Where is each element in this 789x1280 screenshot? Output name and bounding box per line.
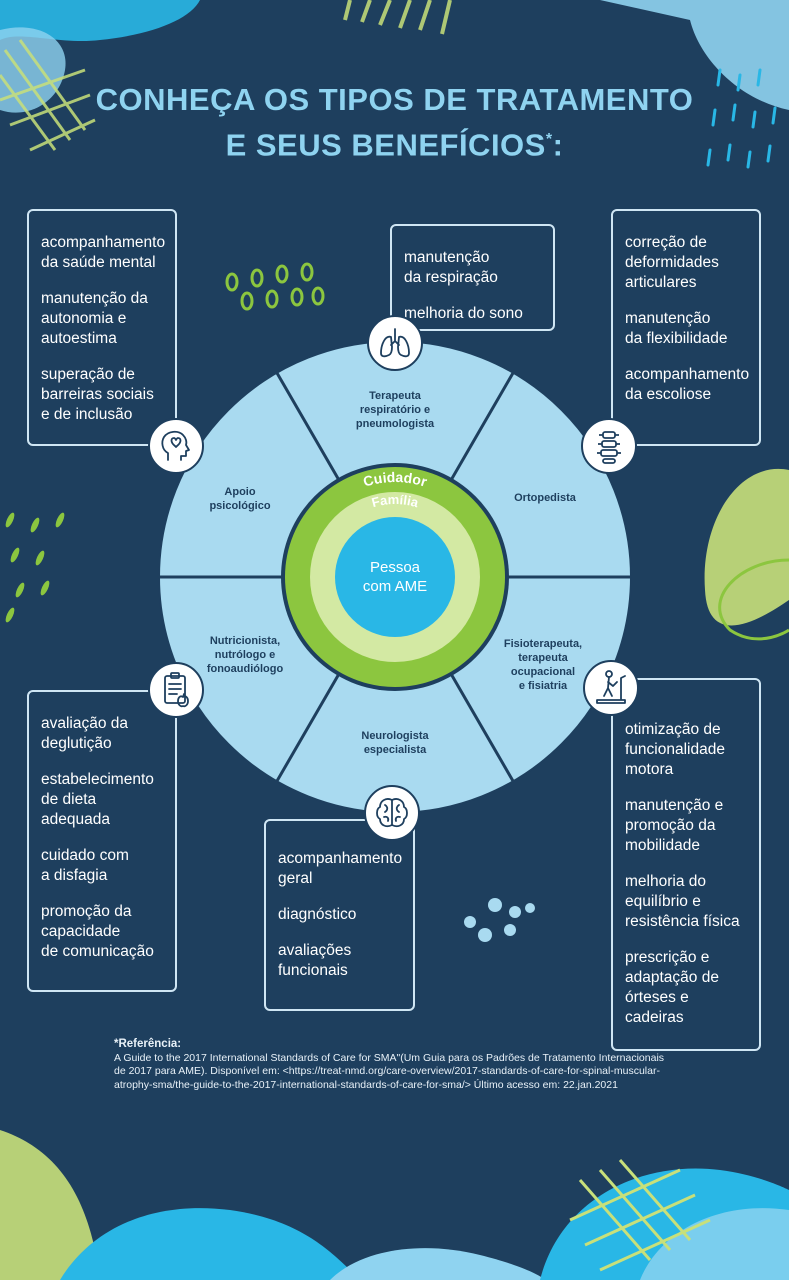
segment-label-fisioterapeuta: Fisioterapeuta, terapeuta ocupacional e …	[503, 638, 583, 692]
head-heart-icon	[148, 418, 204, 474]
benefit-item: promoção da capacidade de comunicação	[41, 903, 154, 960]
benefit-item: manutenção da autonomia e autoestima	[41, 290, 148, 347]
benefit-item: avaliação da deglutição	[41, 715, 129, 752]
benefit-item: diagnóstico	[278, 906, 357, 923]
segment-label-respiratorio: Terapeuta respiratório e pneumologista	[355, 390, 435, 430]
box-neurologista: acompanhamento geral diagnóstico avaliaç…	[264, 819, 415, 1011]
benefit-item: estabelecimento de dieta adequada	[41, 771, 154, 828]
lungs-icon	[367, 315, 423, 371]
box-ortopedista: correção de deformidades articulares man…	[611, 209, 761, 446]
page-title: CONHEÇA OS TIPOS DE TRATAMENTO E SEUS BE…	[95, 82, 694, 163]
reference-text: A Guide to the 2017 International Standa…	[114, 1051, 665, 1091]
center-circle	[335, 517, 455, 637]
segment-label-psicologico: Apoio psicológico	[209, 486, 271, 512]
segment-label-nutricao: Nutricionista, nutrólogo e fonoaudiólogo	[206, 635, 284, 675]
segment-label-ortopedista: Ortopedista	[514, 492, 576, 504]
benefit-item: cuidado com a disfagia	[41, 847, 129, 884]
benefit-item: manutenção da flexibilidade	[625, 310, 728, 347]
benefit-item: manutenção da respiração	[404, 249, 498, 286]
reference-heading: *Referência:	[114, 1038, 182, 1050]
benefit-item: otimização de funcionalidade motora	[625, 721, 725, 778]
benefit-item: melhoria do sono	[404, 305, 523, 322]
benefit-item: acompanhamento geral	[278, 850, 403, 887]
brain-icon	[364, 785, 420, 841]
benefit-item: melhoria do equilíbrio e resistência fís…	[625, 873, 740, 930]
ring-label-familia: Família	[370, 492, 421, 511]
box-nutricao: avaliação da deglutição estabelecimento …	[27, 690, 177, 992]
benefit-item: avaliações funcionais	[278, 942, 352, 979]
reference-note: *Referência: A Guide to the 2017 Interna…	[114, 1038, 674, 1092]
box-fisioterapeuta: otimização de funcionalidade motora manu…	[611, 678, 761, 1051]
center-label: Pessoa com AME	[362, 559, 428, 595]
benefit-item: acompanhamento da saúde mental	[41, 234, 166, 271]
treadmill-icon	[583, 660, 639, 716]
benefit-item: superação de barreiras sociais e de incl…	[41, 366, 154, 423]
box-apoio-psicologico: acompanhamento da saúde mental manutençã…	[27, 209, 177, 446]
benefit-item: correção de deformidades articulares	[625, 234, 719, 291]
clipboard-apple-icon	[148, 662, 204, 718]
benefit-item: acompanhamento da escoliose	[625, 366, 750, 403]
benefit-item: prescrição e adaptação de órteses e cade…	[625, 949, 719, 1026]
ring-label-cuidador: Cuidador	[361, 469, 429, 490]
benefit-item: manutenção e promoção da mobilidade	[625, 797, 724, 854]
segment-label-neurologista: Neurologista especialista	[361, 730, 429, 756]
box-terapeuta-respiratorio: manutenção da respiração melhoria do son…	[390, 224, 555, 331]
spine-icon	[581, 418, 637, 474]
